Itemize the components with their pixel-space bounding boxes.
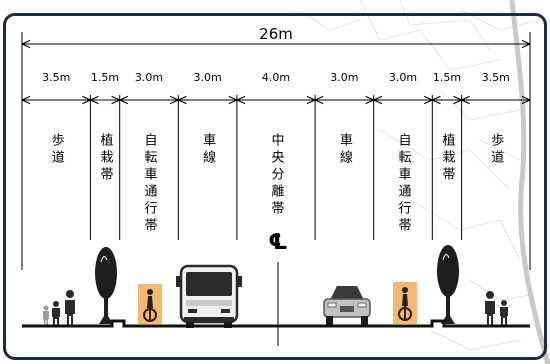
segment-width-label: 4.0m (261, 71, 291, 84)
segment-width-label: 3.5m (42, 71, 71, 84)
segment-width-label: 3.0m (193, 71, 222, 84)
tree-icon (95, 247, 117, 324)
segment-name-label: 植栽帯 (439, 133, 455, 184)
diagram-frame (3, 13, 547, 360)
centerline-symbol: ℄ (268, 230, 288, 255)
bus-icon (176, 264, 242, 328)
segment-name-label: 自転車通行帯 (395, 133, 411, 235)
segment-width-label: 3.0m (134, 71, 164, 84)
segment-width-label: 3.0m (330, 71, 359, 84)
bicycle-icon (138, 284, 162, 324)
bicycle-icon (393, 282, 417, 324)
segment-name-label: 植栽帯 (97, 133, 113, 184)
car-icon (323, 286, 371, 325)
segment-name-label: 車線 (200, 133, 216, 167)
segment-width-label: 1.5m (90, 71, 120, 84)
segment-name-label: 中央分離帯 (268, 133, 284, 218)
segment-width-label: 1.5m (432, 71, 462, 84)
segment-name-label: 自転車通行帯 (141, 133, 157, 235)
pedestrians-icon (43, 290, 75, 326)
segment-name-label: 歩道 (48, 133, 64, 167)
segment-name-label: 歩道 (488, 133, 504, 167)
segment-name-label: 車線 (336, 133, 352, 167)
segment-width-label: 3.5m (481, 71, 510, 84)
pedestrians-icon (485, 291, 508, 325)
total-width-label: 26m (256, 25, 296, 43)
segment-width-label: 3.0m (388, 71, 418, 84)
